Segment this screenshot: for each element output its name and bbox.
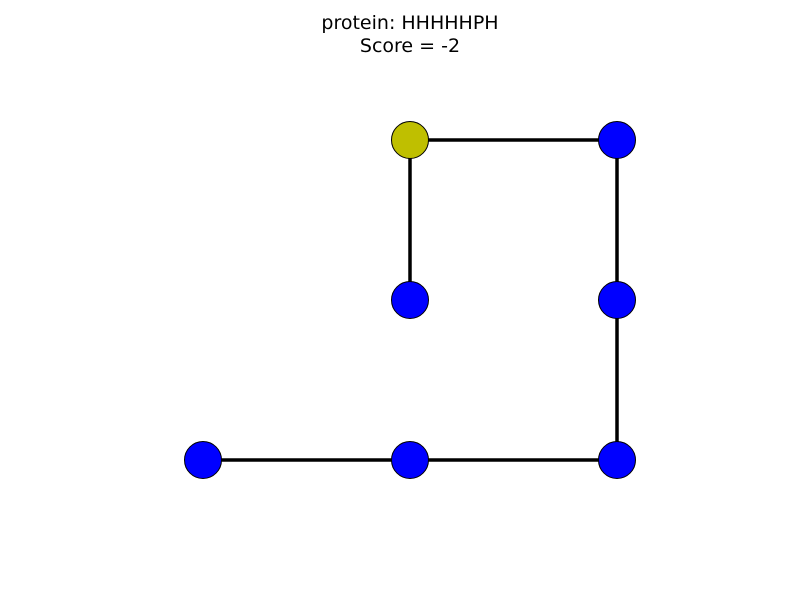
figure-title: protein: HHHHHPH Score = -2 — [0, 12, 800, 58]
residue-2-hydrophobic — [391, 441, 429, 479]
residues-layer — [184, 121, 636, 479]
residue-6-polar — [391, 121, 429, 159]
residue-7-hydrophobic — [391, 281, 429, 319]
score-title: Score = -2 — [359, 35, 461, 57]
residue-5-hydrophobic — [598, 121, 636, 159]
residue-3-hydrophobic — [598, 441, 636, 479]
residue-1-hydrophobic — [184, 441, 222, 479]
residue-4-hydrophobic — [598, 281, 636, 319]
protein-sequence-title: protein: HHHHHPH — [321, 12, 499, 34]
bonds-layer — [203, 138, 619, 462]
